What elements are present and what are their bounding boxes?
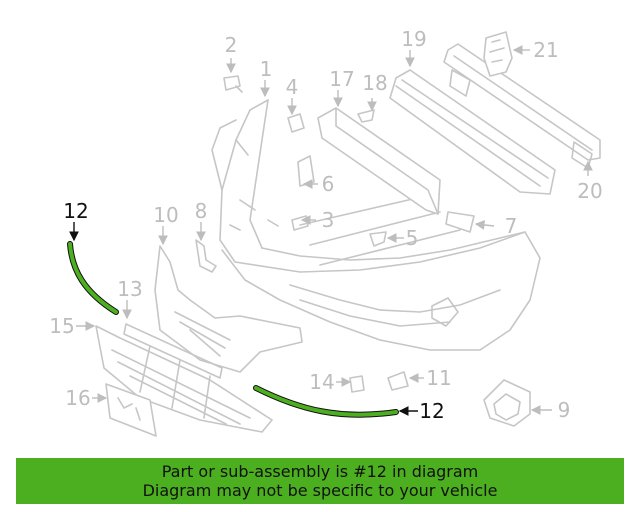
callout-14: 14 <box>309 370 334 394</box>
callout-18: 18 <box>362 71 387 95</box>
callout-19: 19 <box>401 27 426 51</box>
callout-21: 21 <box>533 38 558 62</box>
license-bracket <box>105 383 157 437</box>
banner-line-2: Diagram may not be specific to your vehi… <box>142 481 498 500</box>
callout-10: 10 <box>153 203 178 227</box>
reinforcement-beam <box>443 43 601 169</box>
highlighted-part-12 <box>67 241 399 418</box>
callout-13: 13 <box>117 277 142 301</box>
bumper-cover <box>211 99 541 351</box>
molding-13 <box>123 323 223 379</box>
callout-4: 4 <box>286 75 299 99</box>
parts-diagram: 2 1 4 17 18 19 21 20 6 3 5 7 8 10 13 15 … <box>49 27 603 437</box>
callout-11: 11 <box>426 366 451 390</box>
callout-2: 2 <box>225 33 238 57</box>
bracket-8 <box>195 239 217 273</box>
bracket-21 <box>483 31 513 77</box>
callout-16: 16 <box>65 386 90 410</box>
callout-5: 5 <box>406 226 419 250</box>
callout-3: 3 <box>322 208 335 232</box>
callout-20: 20 <box>577 179 602 203</box>
banner-line-1: Part or sub-assembly is #12 in diagram <box>161 462 479 481</box>
callout-12-left: 12 <box>63 199 88 223</box>
callout-8: 8 <box>195 199 208 223</box>
strip-left <box>67 241 119 315</box>
callout-6: 6 <box>322 172 335 196</box>
lower-grille <box>154 245 303 373</box>
callout-7: 7 <box>505 214 518 238</box>
energy-absorber <box>389 69 556 195</box>
support-bar <box>317 107 441 215</box>
callout-1: 1 <box>260 57 273 81</box>
fasteners <box>223 75 531 427</box>
callout-17: 17 <box>329 67 354 91</box>
callout-9: 9 <box>558 398 571 422</box>
front-grille <box>95 325 273 433</box>
info-banner: Part or sub-assembly is #12 in diagram D… <box>16 458 624 504</box>
callout-12-bottom: 12 <box>419 399 444 423</box>
callout-15: 15 <box>49 314 74 338</box>
leader-lines <box>69 45 593 416</box>
